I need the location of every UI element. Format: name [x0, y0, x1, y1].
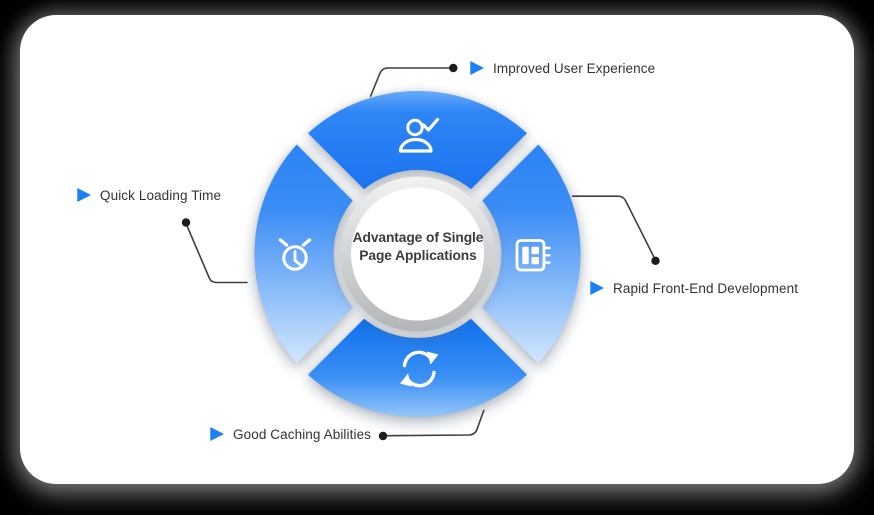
- triangle-bullet-icon: [77, 188, 91, 202]
- callout-good-caching-abilities: Good Caching Abilities: [210, 424, 371, 444]
- user-check-icon: [398, 117, 440, 153]
- segment-bottom: [308, 318, 527, 418]
- callout-rapid-front-end-development: Rapid Front-End Development: [590, 278, 798, 298]
- connector-right: [571, 195, 655, 258]
- segment-right: [482, 144, 581, 364]
- callout-improved-user-experience: Improved User Experience: [470, 58, 655, 78]
- sync-arrows-icon: [400, 350, 439, 388]
- hub-face: [351, 187, 484, 321]
- callout-label: Quick Loading Time: [100, 187, 222, 203]
- connector-right-dot: [651, 256, 660, 265]
- connector-bottom: [386, 409, 485, 437]
- center-hub: [340, 176, 495, 332]
- segment-left: [254, 144, 353, 364]
- callout-label: Rapid Front-End Development: [613, 280, 799, 296]
- callout-quick-loading-time: Quick Loading Time: [77, 185, 221, 205]
- connectors: [181, 63, 660, 441]
- connector-top: [369, 67, 451, 97]
- connector-left: [186, 226, 248, 284]
- diagram-title: Advantage of Single Page Applications: [352, 230, 484, 263]
- connector-left-dot: [181, 218, 191, 227]
- triangle-bullet-icon: [470, 61, 484, 75]
- layout-chip-icon: [515, 239, 551, 272]
- triangle-bullet-icon: [590, 281, 604, 295]
- callout-label: Good Caching Abilities: [233, 426, 372, 442]
- callout-label: Improved User Experience: [493, 60, 656, 76]
- connector-bottom-dot: [378, 431, 388, 441]
- alarm-clock-icon: [278, 238, 312, 271]
- connector-top-dot: [449, 63, 458, 73]
- triangle-bullet-icon: [210, 427, 224, 441]
